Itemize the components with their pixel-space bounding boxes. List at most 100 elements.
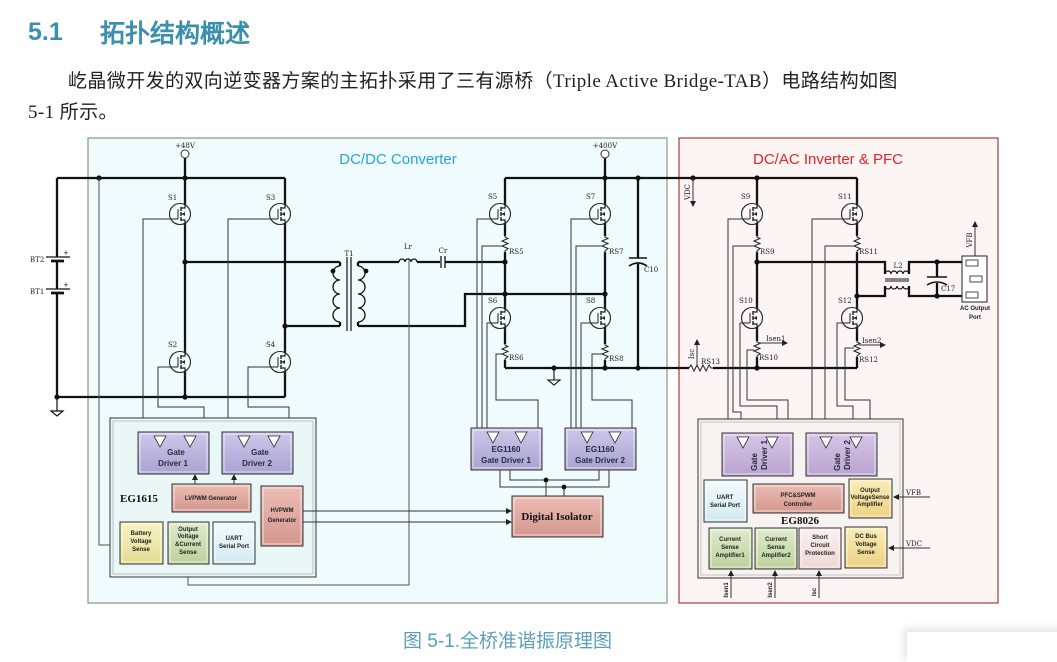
ac-port-label-line-1: AC Output [960,306,990,312]
inductor-lr: Lr [398,243,418,263]
box-label: Sense [132,547,150,553]
ac-output-wire [907,260,963,298]
capacitor-c10: C10 [628,178,658,368]
junction-dot [182,259,188,265]
switch-s4-label: S4 [266,341,276,349]
sense-wire [591,353,633,428]
transformer-label: T1 [344,250,353,258]
inductor-l2-label: L2 [893,262,902,270]
box-label: Sense [767,545,785,551]
switch-s1-label: S1 [168,194,177,202]
eg1615-block: Gate Driver 1 Gate Driver 2 LVPWM Genera… [109,417,317,578]
box-label: Voltage [130,539,152,545]
gate-wire [811,218,842,433]
pfc-spwm-controller: PFC&SPWM Controller [752,483,845,514]
gate-wire [836,322,854,433]
box-label: Amplifier2 [761,553,791,559]
rail-400v-label: +400V [593,142,618,150]
junction-dot [182,394,188,400]
isc-signal-label: Isc [688,349,696,359]
figure-caption: 图 5-1.全桥准谐振原理图 [403,631,613,652]
uart-serial-port: UART Serial Port [212,521,256,565]
rail-400v-terminal: +400V [593,142,618,159]
junction-dot [602,291,608,297]
box-label: Driver 1 [760,440,769,470]
sense-wire [824,245,854,433]
sense-wire [844,347,871,433]
eg8026-uart-serial-port: UART Serial Port [703,479,748,523]
junction-dot [561,484,567,490]
box-label: Amplifier1 [715,553,745,559]
hvpwm-label: Generator [268,518,297,524]
gate-wire [227,218,270,432]
ac-output-wire [757,260,887,298]
junction-dot [502,291,508,297]
resistor-rs8-label: RS8 [609,355,624,363]
box-label: Amplifier [857,502,884,508]
capacitor-cr-label: Cr [439,247,448,255]
vfb-input-label: VFB [905,489,921,497]
junction-dot [282,323,288,329]
junction-dot [602,175,608,181]
box-label: Controller [784,502,813,508]
paragraph-line-2: 5-1 所示。 [28,102,118,123]
dcdc-panel-title: DC/DC Converter [339,151,457,168]
gate-driver-label: Gate [251,448,269,457]
hvpwm-label: HVPWM [271,508,294,514]
section-title: 拓扑结构概述 [100,20,251,48]
box-label: EG1160 [492,445,521,454]
eg8026-block: Gate Driver 1 Gate Driver 2 UART Serial … [697,418,904,579]
inductor-lr-label: Lr [404,243,413,251]
gate-wire [486,322,490,428]
gate-wire [247,366,290,432]
eg1615-gate-driver-1: Gate Driver 1 [137,431,210,475]
gate-wire [739,322,778,433]
eg1615-chip-label: EG1615 [120,493,158,505]
switch-s7-label: S7 [586,193,595,201]
dcac-panel-title: DC/AC Inverter & PFC [753,151,903,168]
switch-s8-label: S8 [586,297,595,305]
box-label: Battery [131,531,152,537]
resistor-rs7 [600,234,610,254]
eg1160-gate-driver-1: EG1160 Gate Driver 1 [470,427,543,471]
box-label: Driver 2 [843,440,852,470]
vdc-input-label: VDC [905,540,922,548]
box-label: Gate [750,453,759,471]
box-label: Current [719,537,741,543]
ground-symbol [546,368,562,386]
resistor-rs8 [600,342,610,362]
current-sense-amplifier-1: Current Sense Amplifier1 [708,527,753,570]
inductor-l2: L2 [884,262,910,290]
box-label: Sense [857,550,875,556]
box-label: Voltage [177,534,199,540]
resistor-rs11-label: RS11 [859,248,878,256]
gate-wire [157,366,205,432]
short-circuit-protection: Short Circuit Protection [798,527,842,570]
current-sense-amplifier-2: Current Sense Amplifier2 [754,527,798,570]
switch-s9-label: S9 [741,193,750,201]
box-label: Protection [805,551,835,557]
gate-driver-label: Driver 1 [158,459,188,468]
junction-dot [54,394,60,400]
box-label: Voltage [855,542,877,548]
ac-output-port: AC Output Port [960,255,990,321]
capacitor-c17-label: C17 [941,285,955,293]
rail-48v-label: +48V [175,142,196,150]
resistor-rs10-label: RS10 [759,354,778,362]
paragraph-line-1: 屹晶微开发的双向逆变器方案的主拓扑采用了三有源桥（Triple Active B… [68,71,898,92]
switch-s10-label: S10 [739,297,753,305]
sense-wire [481,245,502,428]
capacitor-c10-label: C10 [644,266,658,274]
switch-s2-label: S2 [168,341,177,349]
box-label: Output [860,488,880,494]
lv-mid-wire [185,260,340,328]
driver-bus-wire [499,470,610,488]
box-label: Sense [721,545,739,551]
section-heading: 5.1 拓扑结构概述 [28,12,250,52]
isen2-input-label: Isen2 [768,582,774,598]
switch-s5-label: S5 [488,193,497,201]
box-label: Gate Driver 1 [481,456,531,465]
box-label: Serial Port [219,544,249,550]
battery-bt2-label: BT2 [30,256,44,264]
transformer-t1: T1 [330,250,369,331]
